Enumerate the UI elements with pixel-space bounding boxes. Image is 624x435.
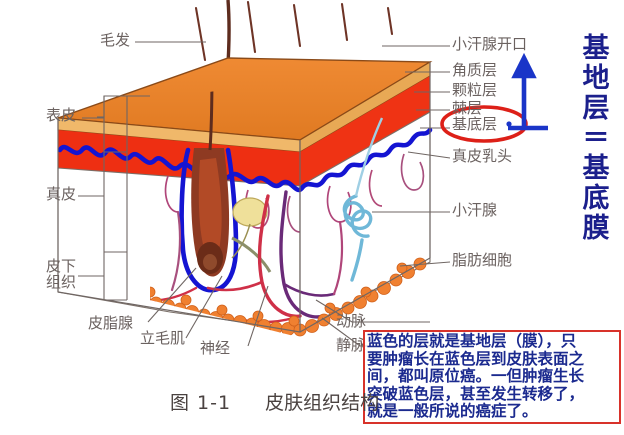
hair-shafts: [194, 0, 394, 62]
label-subcutaneous-tissue: 皮下 组织: [44, 258, 78, 290]
label-artery: 动脉: [336, 312, 367, 330]
vertical-title-char-6: 膜: [582, 213, 610, 244]
basal-layer-dot: [506, 121, 512, 127]
vertical-title-char-3: ＝: [582, 123, 610, 154]
label-epidermis: 表皮: [46, 106, 77, 124]
label-arrector-pili-muscle: 立毛肌: [140, 329, 186, 347]
label-hair: 毛发: [100, 31, 131, 49]
tumor-note-line-2: 间，都叫原位癌。一但肿瘤生长: [367, 367, 585, 385]
label-subcutaneous-line2: 组织: [45, 273, 76, 291]
tumor-note-line-3: 突破蓝色层，甚至发生转移了，: [367, 384, 585, 403]
label-vein: 静脉: [336, 336, 367, 354]
vertical-title-char-0: 基: [582, 33, 610, 64]
tumor-note-line-4: 就是一般所说的癌症了。: [367, 402, 538, 420]
label-eccrine-sweat-gland: 小汗腺: [452, 201, 498, 219]
label-sweat-pore: 小汗腺开口: [452, 35, 528, 53]
sebaceous-gland-art: [231, 197, 268, 259]
tumor-note-box: 蓝色的层就是基地层（膜），只 要肿瘤长在蓝色层到皮肤表面之 间，都叫原位癌。一但…: [363, 330, 621, 424]
tumor-note-line-1: 要肿瘤长在蓝色层到皮肤表面之: [367, 349, 585, 368]
label-stratum-spinosum: 棘层: [452, 99, 483, 117]
label-stratum-granulosum: 颗粒层: [452, 81, 498, 99]
vertical-title-basal-layer-equals-basement-membrane: 基 地 层 ＝ 基 底 膜: [574, 34, 618, 244]
label-sebaceous-gland: 皮脂腺: [88, 314, 134, 332]
label-stratum-basale: 基底层: [452, 115, 498, 133]
leader-lines-left: [78, 41, 206, 301]
label-fat-cell: 脂肪细胞: [452, 251, 513, 269]
block-edges: [57, 62, 431, 333]
vertical-title-char-2: 层: [582, 93, 610, 124]
label-dermis: 真皮: [46, 185, 77, 203]
hair-follicle-art: [191, 69, 230, 277]
tumor-note-line-0: 蓝色的层就是基地层（膜），只: [367, 332, 577, 350]
sweat-gland-art: [342, 194, 373, 282]
label-stratum-corneum: 角质层: [452, 61, 498, 79]
arrector-pili-art: [231, 236, 272, 273]
vertical-title-char-1: 地: [582, 63, 610, 94]
figure-caption-number: 图 1-1: [170, 392, 232, 414]
vertical-title-char-5: 底: [582, 183, 610, 214]
figure-caption-title: 皮肤组织结构: [265, 392, 380, 414]
figure-caption: 图 1-1 皮肤组织结构: [170, 388, 379, 415]
label-dermal-papilla: 真皮乳头: [452, 147, 513, 165]
label-subcutaneous-line1: 皮下: [45, 257, 76, 275]
leader-lines-right: [372, 45, 451, 267]
vertical-title-char-4: 基: [582, 153, 610, 184]
basal-layer-arrow: [508, 52, 548, 131]
label-nerve: 神经: [200, 339, 231, 357]
sweat-duct-art: [354, 117, 384, 197]
epidermis-cut-right: [300, 76, 430, 186]
